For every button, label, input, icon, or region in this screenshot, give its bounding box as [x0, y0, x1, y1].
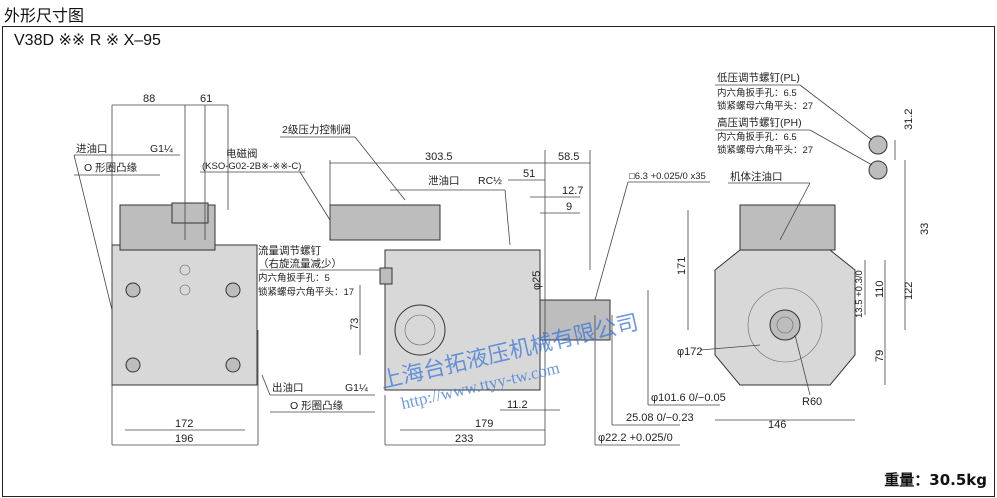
solenoid-valve-model: (KSO-G02-2B※-※※-C)	[202, 161, 301, 172]
outlet-port-label: 出油口	[272, 381, 304, 394]
dim-88: 88	[143, 93, 155, 105]
dim-61: 61	[200, 93, 212, 105]
flow-screw-label: 流量调节螺钉	[258, 244, 321, 257]
dim-31-2: 31.2	[903, 109, 915, 130]
dim-11-2: 11.2	[507, 399, 528, 411]
model-number: V38D ※※ R ※ X–95	[14, 32, 161, 49]
low-pressure-screw-label: 低压调节螺钉(PL)	[717, 71, 800, 84]
low-pressure-screw	[868, 135, 888, 155]
dim-146: 146	[768, 419, 786, 431]
dim-51: 51	[523, 168, 535, 180]
drain-port-label: 泄油口	[428, 174, 460, 187]
dim-233: 233	[455, 433, 473, 445]
valve-block-front	[739, 204, 836, 251]
inlet-thread: G1¼	[150, 143, 173, 155]
dim-9: 9	[566, 201, 572, 213]
high-pressure-screw	[868, 160, 888, 180]
dim-303-5: 303.5	[425, 151, 453, 163]
dim-phi-25: φ25	[531, 271, 543, 290]
high-hex-socket: 内六角扳手孔：6.5	[717, 131, 797, 143]
weight-label: 重量：30.5kg	[884, 471, 987, 489]
shaft-end	[769, 309, 801, 341]
shaft	[539, 299, 611, 341]
inlet-flange-label: O 形圈凸缘	[84, 161, 138, 174]
low-hex-socket: 内六角扳手孔：6.5	[717, 87, 797, 99]
dim-73: 73	[349, 318, 361, 330]
solenoid-valve-label: 电磁阀	[226, 147, 258, 160]
dim-phi-22-2: φ22.2 +0.025/0	[598, 432, 673, 444]
flow-lock-nut: 锁紧螺母六角平头：17	[258, 286, 354, 298]
shaft-dimensions: φ101.6 0/−0.05 25.08 0/−0.23 φ22.2 +0.02…	[594, 290, 726, 446]
front-view: 低压调节螺钉(PL) 内六角扳手孔：6.5 锁紧螺母六角平头：27 高压调节螺钉…	[676, 71, 931, 431]
dim-171: 171	[676, 257, 688, 275]
fill-port-label: 机体注油口	[730, 170, 783, 183]
dim-r60: R60	[802, 396, 822, 408]
dim-12-7: 12.7	[562, 185, 583, 197]
low-lock-nut: 锁紧螺母六角平头：27	[717, 100, 813, 112]
pressure-control-valve	[329, 204, 441, 241]
side-view: 2级压力控制阀 303.5 58.5 泄油口 RC½ 51 12.7 9 φ25…	[258, 123, 710, 446]
drain-thread: RC½	[478, 175, 502, 187]
dim-13-5: 13.5 +0.3/0	[854, 270, 865, 318]
dim-79: 79	[874, 350, 886, 362]
dim-172: 172	[175, 418, 193, 430]
valve-block	[171, 202, 209, 224]
left-view: 88 61 进油口 G1¼ O 形圈凸缘 电磁阀 (KSO-G02-2B※-※※…	[73, 93, 375, 446]
inlet-port-label: 进油口	[76, 142, 108, 155]
dim-122: 122	[903, 282, 915, 300]
high-pressure-screw-label: 高压调节螺钉(PH)	[717, 116, 802, 129]
dim-phi-172: φ172	[677, 346, 703, 358]
dim-58-5: 58.5	[558, 151, 579, 163]
flow-hex-socket: 内六角扳手孔：5	[258, 272, 330, 284]
flow-screw-note: （右旋流量减少）	[258, 257, 342, 270]
dim-33: 33	[919, 223, 931, 235]
dim-phi-101-6: φ101.6 0/−0.05	[651, 392, 726, 404]
flow-adjust-screw	[379, 267, 393, 285]
two-stage-valve-label: 2级压力控制阀	[282, 123, 351, 136]
drawing-title: 外形尺寸图	[4, 6, 85, 25]
outlet-flange-label: O 形圈凸缘	[290, 399, 344, 412]
dim-196: 196	[175, 433, 193, 445]
drawing-frame	[2, 26, 995, 497]
dim-110: 110	[874, 280, 886, 298]
shaft-key-label: □6.3 +0.025/0 x35	[629, 171, 706, 182]
outlet-flange	[394, 304, 446, 356]
outlet-thread: G1¼	[345, 382, 368, 394]
high-lock-nut: 锁紧螺母六角平头：27	[717, 144, 813, 156]
dim-25-08: 25.08 0/−0.23	[626, 412, 694, 424]
dim-179: 179	[475, 418, 493, 430]
